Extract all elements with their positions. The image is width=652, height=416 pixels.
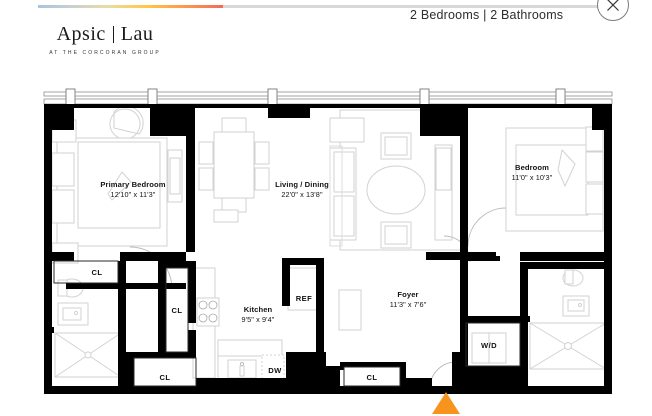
room-name: Foyer (397, 290, 419, 299)
logo-tagline: AT THE CORCORAN GROUP (49, 50, 161, 56)
room-dimensions: 22'0" x 13'8" (281, 190, 323, 200)
room-dimensions: 12'10" x 11'3" (110, 190, 156, 200)
bed-pillow (107, 171, 132, 201)
room-dimensions: 11'0" x 10'3" (511, 173, 553, 183)
room-label-bedroom: Bedroom 11'0" x 10'3" (487, 163, 577, 183)
room-label-living-dining: Living / Dining 22'0" x 13'8" (248, 180, 356, 200)
north-arrow-icon (432, 392, 460, 414)
progress-bar-track (38, 5, 614, 8)
closet-tag-4: CL (366, 373, 378, 382)
room-dimensions: 11'3" x 7'6" (389, 300, 427, 310)
room-label-foyer: Foyer 11'3" x 7'6" (358, 290, 458, 310)
wall-outlines (53, 260, 521, 387)
window-wall-top (43, 88, 613, 106)
closet-tag-2: CL (171, 306, 183, 315)
closet-tag-3: CL (159, 373, 171, 382)
progress-bar-fill (38, 5, 223, 8)
walls-layer (44, 104, 612, 394)
room-name: Living / Dining (275, 180, 329, 189)
dishwasher-tag: DW (268, 366, 282, 375)
stove (196, 297, 220, 327)
close-x-glyph (607, 0, 619, 11)
closet-tag-1: CL (91, 268, 103, 277)
washer-dryer-tag: W/D (481, 341, 497, 350)
room-name: Bedroom (514, 163, 550, 172)
dining-table (213, 131, 255, 199)
room-dimensions: 9'5" x 9'4" (241, 315, 275, 325)
room-name: Primary Bedroom (100, 180, 166, 189)
room-label-kitchen: Kitchen 9'5" x 9'4" (213, 305, 303, 325)
refrigerator (287, 267, 319, 311)
furniture-layer (51, 105, 607, 389)
room-label-primary-bedroom: Primary Bedroom 12'10" x 11'3" (78, 180, 188, 200)
brand-logo: Apsic Lau AT THE CORCORAN GROUP (30, 24, 180, 56)
bed-pillow-2 (557, 148, 576, 188)
page-title: 2 Bedrooms | 2 Bathrooms (410, 8, 564, 22)
logo-divider (112, 26, 114, 43)
logo-name-left: Apsic (56, 23, 106, 45)
bed-2 (515, 144, 589, 216)
coffee-table (366, 165, 426, 215)
logo-wordmark: Apsic Lau (30, 24, 180, 44)
refrigerator-tag: REF (295, 294, 313, 303)
room-name: Kitchen (243, 305, 273, 314)
logo-name-right: Lau (120, 23, 154, 45)
